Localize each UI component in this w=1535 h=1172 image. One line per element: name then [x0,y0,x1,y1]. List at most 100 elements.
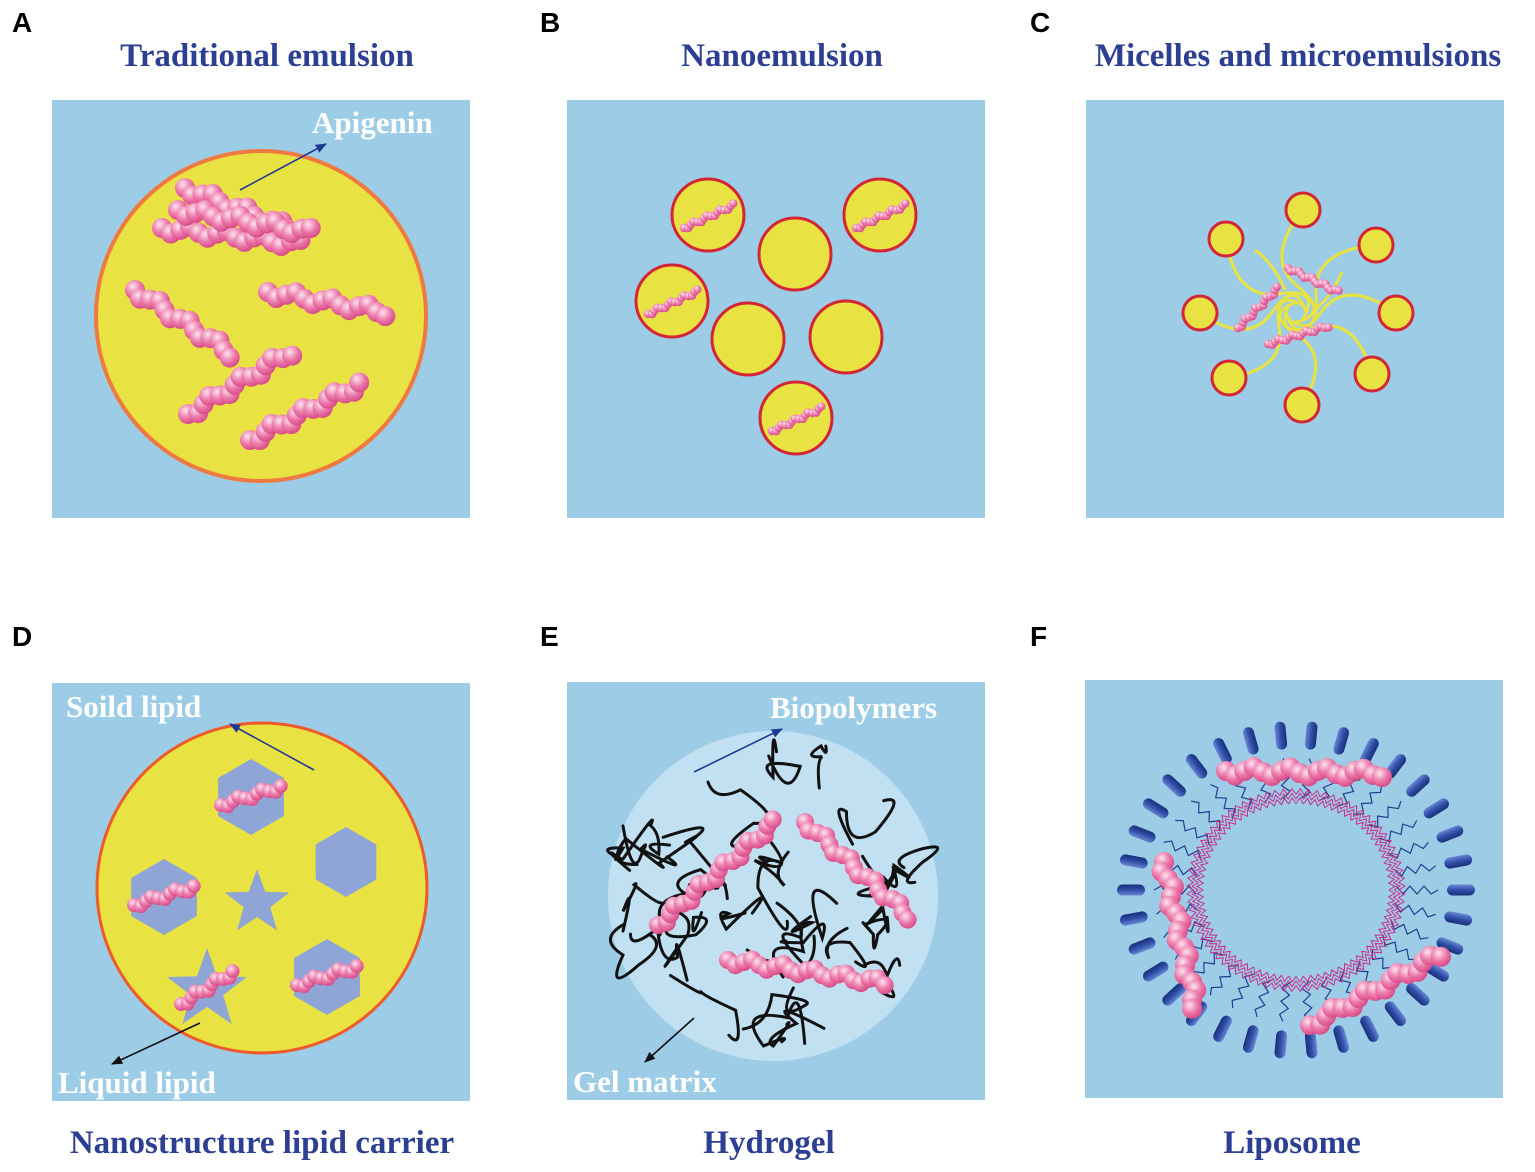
drug-bead [875,976,894,995]
callout-arrow [110,1022,201,1065]
lipid-tail [1367,800,1402,828]
inner-leaflet-tail [1196,797,1396,983]
callout-label-gel-matrix: Gel matrix [573,1064,717,1099]
callout-arrow [644,1017,695,1063]
lipid-head [1406,983,1430,1006]
biopolymer-strand [756,855,789,931]
biopolymer-strand [719,896,764,932]
callout-label-solid-lipid: Soild lipid [66,689,201,724]
panel-box [1086,100,1504,518]
lipid-head [1436,825,1464,843]
drug-chain [1151,852,1207,1019]
surfactant-tail [1284,293,1397,331]
drug-chain [125,280,240,368]
lipid-head [1117,884,1145,896]
lipid-molecule [1242,979,1273,1053]
panel-title: Liposome [1223,1125,1361,1161]
biopolymer-strand [621,818,672,861]
biopolymer-strand [621,824,678,867]
drug-chain [851,199,910,233]
lipid-molecule [1142,798,1210,846]
lipid-head [1242,1025,1259,1053]
lipid-molecule [1393,854,1473,877]
nano-droplet [634,263,710,339]
biopolymer-strand [765,738,803,785]
panel-a: A Traditional emulsion Apigenin [12,7,470,518]
solid-lipid-pocket [127,859,201,935]
inner-leaflet-tail [1191,792,1401,988]
lipid-molecule [1336,738,1379,807]
lipid-molecule [1185,754,1236,820]
drug-chains [125,178,396,450]
lipid-head [1406,774,1430,797]
droplet-body [808,299,884,375]
drug-chain [178,345,303,424]
lipid-molecule [1387,825,1464,859]
lipid-tail [1395,885,1439,895]
drug-bead [763,810,782,829]
drug-bead [349,372,370,393]
panel-c: C Micelles and microemulsions [1030,7,1504,518]
lipid-head [1360,738,1379,765]
panel-letter: D [12,621,32,652]
drug-chain [127,879,201,914]
biopolymer-strand [621,882,663,933]
lipid-molecule [1394,902,1473,926]
lipid-tail [1382,934,1417,961]
lipid-head [1360,1015,1379,1042]
drug-bead [1334,286,1343,295]
drug-chain [719,950,894,995]
lipid-tail [1378,820,1418,843]
callout-label-liquid-lipid: Liquid lipid [58,1065,216,1100]
solid-lipid-pocket [290,939,364,1015]
lipid-tail [1394,902,1436,918]
lipid-head [1242,727,1259,755]
panel-title: Nanostructure lipid carrier [70,1125,454,1161]
solid-lipid-pocket [214,759,288,835]
drug-chain [649,810,782,934]
lipid-head [1142,798,1169,819]
panel-f: F Liposome [1030,621,1503,1161]
surfactant-tail [1228,299,1304,380]
lipid-molecule [1213,973,1256,1042]
biopolymer-strand [810,743,828,790]
panel-letter: B [540,7,560,38]
surfactant-tail [1254,248,1287,291]
panel-box [567,100,985,518]
nano-droplet [842,177,918,253]
liquid-lipid-pocket [167,948,247,1024]
lipid-molecule [1395,884,1475,896]
lipid-head [1444,854,1473,869]
lipid-head [1162,774,1186,797]
lipid-tail [1387,841,1429,859]
panel-title: Micelles and microemulsions [1095,38,1502,74]
drug-chains [1151,756,1451,1035]
lipid-pockets [127,759,377,1024]
inner-leaflet-tail [1186,787,1406,993]
lipid-tail [1175,819,1210,846]
drug-bead [1182,998,1203,1019]
nano-droplet [808,299,884,375]
surfactant-tail [1199,293,1308,331]
panel-letter: F [1030,621,1047,652]
panel-d: D Soild lipid Liquid lipid Nanostructure… [12,621,470,1161]
biopolymer-strand [606,840,632,872]
surfactant-tail [1280,209,1316,324]
drug-bead [273,779,288,794]
biopolymer-strand [628,925,689,982]
drug-chain [796,813,917,929]
lipid-tail [1190,800,1221,832]
drug-chain [214,779,288,814]
lipid-head [1274,721,1288,750]
biopolymer-strand [669,974,740,1042]
nano-droplet [757,216,833,292]
panel-box [1085,680,1503,1098]
lipid-head [1423,798,1450,819]
lipid-head [1304,1030,1318,1059]
drug-bead [219,347,240,368]
drug-bead [1431,946,1451,967]
biopolymer-strand [775,901,816,969]
drug-chain [679,199,738,233]
drug-bead [729,199,738,208]
lipid-tail [1390,919,1429,940]
